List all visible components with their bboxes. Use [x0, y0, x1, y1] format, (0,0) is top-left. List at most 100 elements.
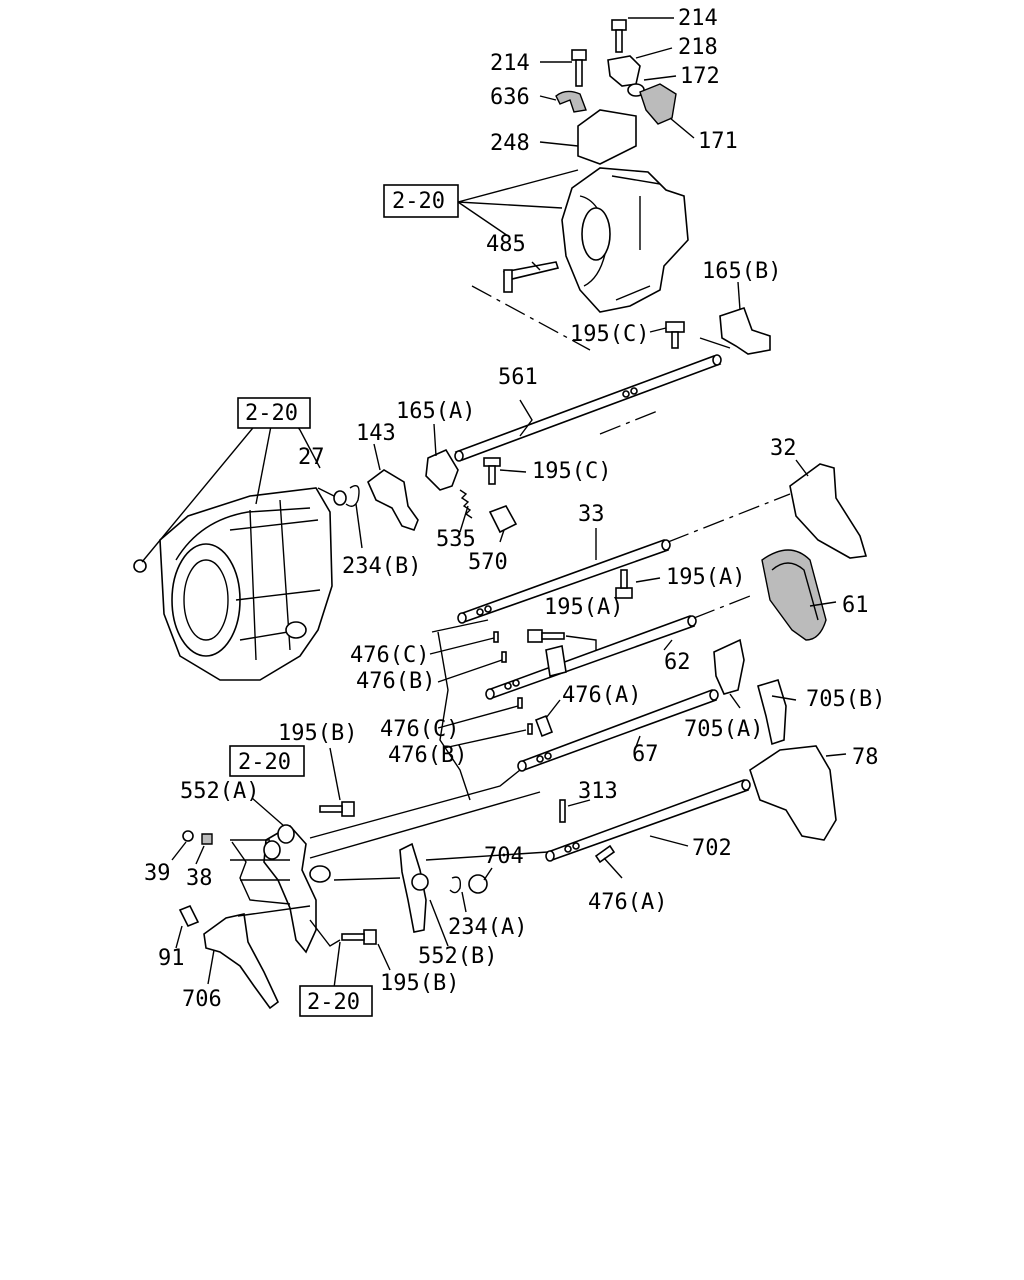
- label-218: 218: [678, 35, 718, 60]
- pin-476a-2: [594, 844, 616, 864]
- label-234a: 234(A): [448, 915, 527, 940]
- fork-705a: [713, 638, 745, 695]
- fork-32: [789, 463, 868, 559]
- block-165b: [719, 306, 771, 355]
- spring-535: [459, 489, 473, 519]
- extension-housing-group: [502, 19, 771, 355]
- sleeve-570: [488, 505, 518, 534]
- label-705a: 705(A): [684, 717, 763, 742]
- fork-705b: [757, 679, 787, 746]
- label-91: 91: [158, 946, 185, 971]
- ref-text: 2-20: [245, 401, 298, 426]
- label-214-left: 214: [490, 51, 530, 76]
- shaft-67: [517, 688, 719, 772]
- block-165a: [425, 448, 459, 491]
- clip-636: [555, 90, 587, 113]
- pin-476a-1: [534, 714, 554, 738]
- bolt-195b-lower: [341, 929, 377, 945]
- label-476b-2: 476(B): [388, 743, 467, 768]
- ref-box-lever[interactable]: 2-20: [229, 745, 305, 777]
- label-570: 570: [468, 550, 508, 575]
- snap-ring-27: [333, 490, 347, 506]
- lever-552b: [399, 842, 427, 933]
- ref-text: 2-20: [307, 990, 360, 1015]
- bolt-195a-left: [527, 629, 565, 643]
- cover-248: [577, 109, 637, 165]
- label-476c-2: 476(C): [380, 717, 459, 742]
- label-165b: 165(B): [702, 259, 781, 284]
- shaft-702: [545, 778, 751, 862]
- label-535: 535: [436, 527, 476, 552]
- label-313: 313: [578, 779, 618, 804]
- pin-476b-2: [527, 723, 533, 735]
- pin-476c-2: [517, 697, 523, 709]
- label-61: 61: [842, 593, 869, 618]
- fork-706: [203, 913, 279, 1010]
- label-195b-lower: 195(B): [380, 971, 459, 996]
- label-32: 32: [770, 436, 797, 461]
- bolt-214-left: [571, 49, 587, 87]
- ref-text: 2-20: [392, 189, 445, 214]
- label-195b-upper: 195(B): [278, 721, 357, 746]
- label-476c-1: 476(C): [350, 643, 429, 668]
- pin-485: [502, 261, 560, 293]
- label-476a-2: 476(A): [588, 890, 667, 915]
- label-476b-1: 476(B): [356, 669, 435, 694]
- axis-line-33: [667, 493, 791, 543]
- label-172: 172: [680, 64, 720, 89]
- label-476a-1: 476(A): [562, 683, 641, 708]
- label-38: 38: [186, 866, 213, 891]
- label-195c-upper: 195(C): [570, 322, 649, 347]
- label-195a-right: 195(A): [666, 565, 745, 590]
- label-552b: 552(B): [418, 944, 497, 969]
- label-214-top: 214: [678, 6, 718, 31]
- label-706: 706: [182, 987, 222, 1012]
- ref-box-bottom[interactable]: 2-20: [299, 985, 373, 1017]
- synchro-hub-61: [761, 549, 827, 641]
- pin-91: [178, 904, 200, 928]
- bolt-195c-mid: [483, 457, 501, 485]
- sensor-171: [639, 83, 677, 125]
- bolt-195b-upper: [319, 801, 355, 817]
- label-143: 143: [356, 421, 396, 446]
- label-27: 27: [298, 445, 325, 470]
- label-552a: 552(A): [180, 779, 259, 804]
- label-195c-mid: 195(C): [532, 459, 611, 484]
- shaft-561: [454, 354, 722, 462]
- axis-line-62: [693, 595, 751, 619]
- bolt-195c-upper: [665, 321, 685, 349]
- ring-234b: [345, 485, 360, 507]
- extension-housing: [561, 167, 689, 313]
- part-labels: 214 218 214 172 636 248 171 485 165(B) 1…: [144, 6, 885, 1012]
- fork-78: [749, 745, 837, 841]
- label-62: 62: [664, 650, 691, 675]
- pin-313: [559, 799, 566, 823]
- label-704: 704: [484, 844, 524, 869]
- ring-234a: [449, 876, 462, 894]
- leader-lines-bottom: [171, 747, 549, 989]
- label-67: 67: [632, 742, 659, 767]
- leader-lines-top: [457, 17, 741, 351]
- label-33: 33: [578, 502, 605, 527]
- label-171: 171: [698, 129, 738, 154]
- ref-box-top[interactable]: 2-20: [383, 184, 459, 218]
- bracket-218: [607, 55, 641, 87]
- label-248: 248: [490, 131, 530, 156]
- label-636: 636: [490, 85, 530, 110]
- spring-38: [201, 833, 213, 845]
- lever-143: [367, 469, 419, 531]
- ball-39: [182, 830, 194, 842]
- shift-lever-group: [178, 801, 488, 1010]
- label-195a-left: 195(A): [544, 595, 623, 620]
- shaft-62: [485, 614, 697, 700]
- transmission-case: [133, 487, 333, 681]
- ref-text: 2-20: [238, 750, 291, 775]
- bolt-195a-right: [615, 569, 633, 599]
- label-705b: 705(B): [806, 687, 885, 712]
- bolt-214-top: [611, 19, 627, 53]
- label-165a: 165(A): [396, 399, 475, 424]
- leader-lines-middle: [355, 399, 847, 879]
- ref-box-case[interactable]: 2-20: [237, 397, 311, 429]
- label-561: 561: [498, 365, 538, 390]
- label-485: 485: [486, 232, 526, 257]
